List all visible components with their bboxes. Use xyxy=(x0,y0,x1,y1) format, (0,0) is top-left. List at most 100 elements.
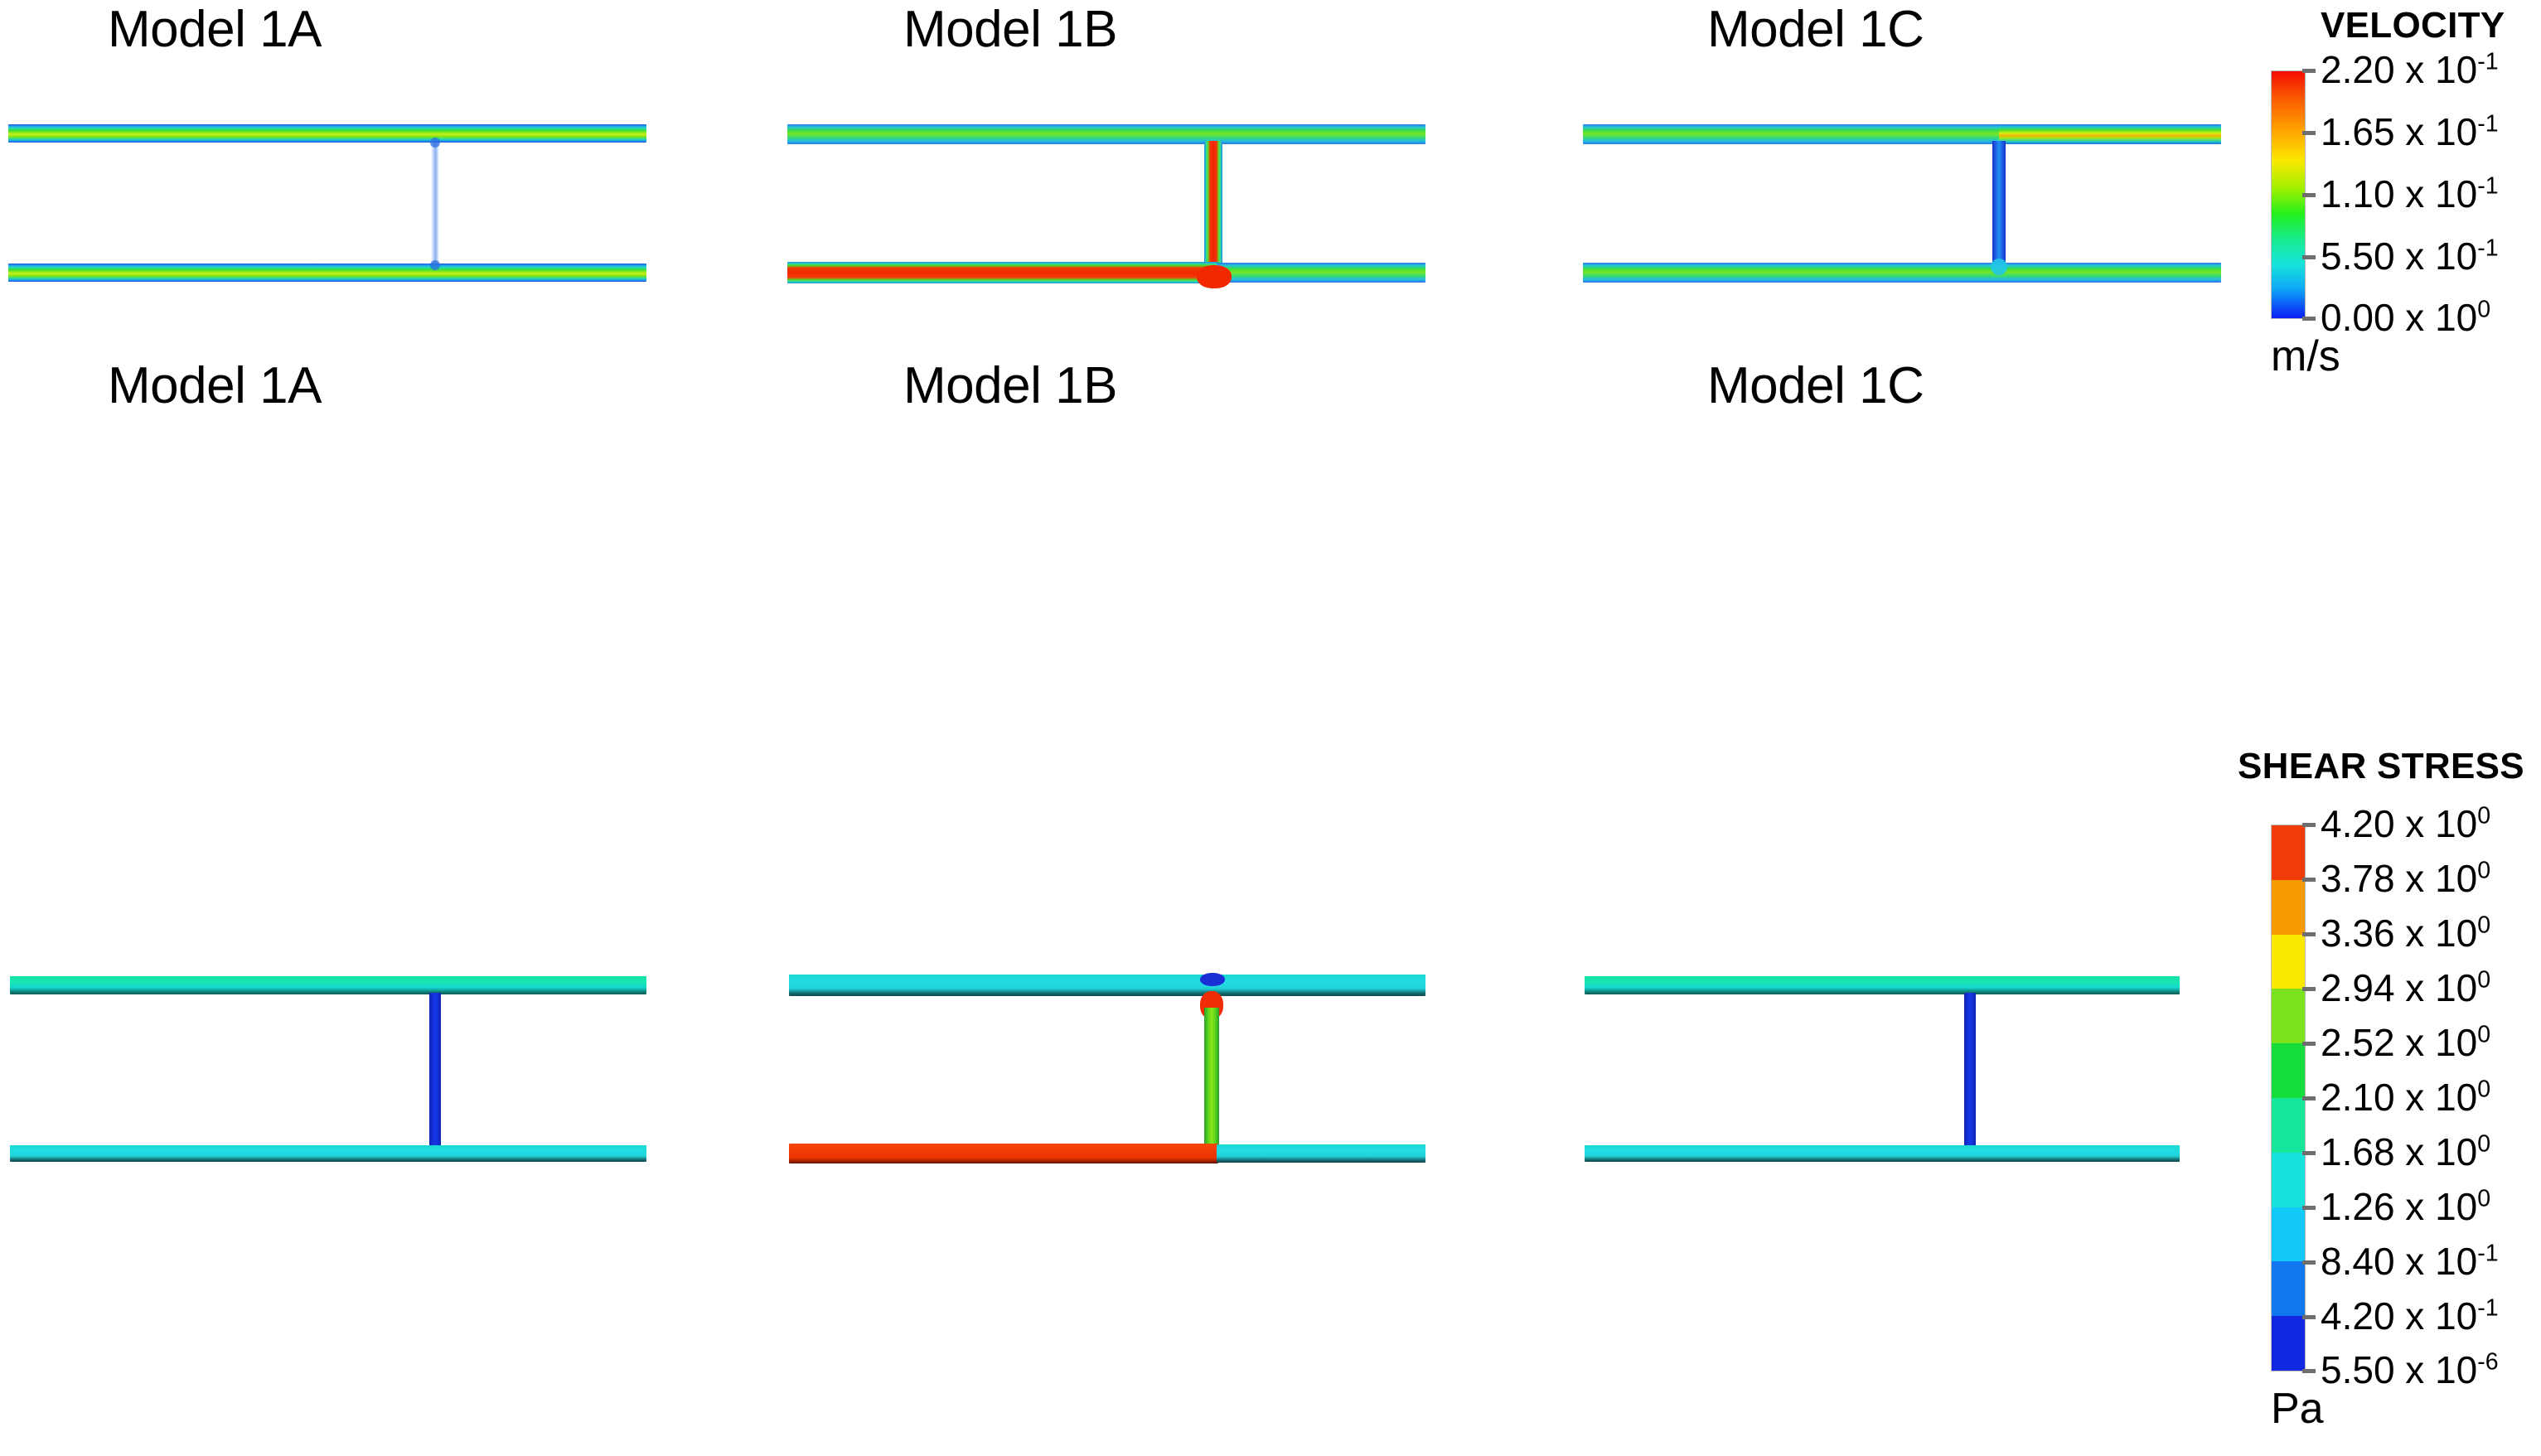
colorbar-tick-shear-7 xyxy=(2302,1206,2316,1210)
tick-exponent: 0 xyxy=(2477,296,2491,323)
channel-vertical-connector xyxy=(431,141,439,273)
colorbar-tick-shear-10 xyxy=(2302,1369,2316,1373)
channel-top-horizontal xyxy=(789,975,1425,996)
channel-bottom-horizontal xyxy=(1585,1145,2180,1162)
tick-value: 4.20 x 10 xyxy=(2321,1294,2478,1337)
channel-top-horizontal xyxy=(8,124,646,143)
tick-value: 0.00 x 10 xyxy=(2321,296,2478,339)
colorbar-tick-shear-6 xyxy=(2302,1151,2316,1155)
panel-title-shear-1a: Model 1A xyxy=(108,357,322,414)
tick-value: 5.50 x 10 xyxy=(2321,1348,2478,1391)
tick-exponent: 0 xyxy=(2477,966,2491,994)
colorbar-label-shear-0: 4.20 x 100 xyxy=(2321,801,2490,846)
colorbar-tick-velocity-2 xyxy=(2302,193,2316,197)
tick-exponent: -1 xyxy=(2477,110,2499,138)
panel-title-velocity-1b: Model 1B xyxy=(903,1,1117,58)
colorbar-band-5 xyxy=(2272,1097,2305,1153)
colorbar-label-shear-1: 3.78 x 100 xyxy=(2321,856,2490,901)
colorbar-tick-shear-9 xyxy=(2302,1315,2316,1319)
channel-top-horizontal xyxy=(10,976,646,994)
colorbar-unit-shear-stress: Pa xyxy=(2271,1385,2324,1433)
tick-exponent: 0 xyxy=(2477,912,2491,939)
panel-title-velocity-1c: Model 1C xyxy=(1707,1,1924,58)
panel-title-shear-1b: Model 1B xyxy=(903,357,1117,414)
colorbar-label-shear-6: 1.68 x 100 xyxy=(2321,1129,2490,1174)
junction-marker-bottom xyxy=(430,260,440,270)
tick-value: 1.65 x 10 xyxy=(2321,110,2478,153)
junction-marker-bottom xyxy=(1991,259,2007,275)
tick-exponent: 0 xyxy=(2477,1021,2491,1048)
channel-bottom-horizontal xyxy=(10,1145,646,1162)
channel-vertical-connector xyxy=(1204,1008,1219,1150)
contour-panel-shear-1b xyxy=(779,953,1442,1193)
tick-exponent: -1 xyxy=(2477,1294,2499,1322)
colorbar-shear-stress xyxy=(2271,825,2306,1371)
colorbar-label-shear-9: 4.20 x 10-1 xyxy=(2321,1294,2499,1338)
colorbar-label-velocity-2: 1.10 x 10-1 xyxy=(2321,172,2499,216)
colorbar-tick-shear-2 xyxy=(2302,932,2316,936)
tick-value: 1.10 x 10 xyxy=(2321,172,2478,215)
channel-bottom-horizontal xyxy=(8,264,646,282)
channel-bottom-horizontal-low xyxy=(1217,1144,1425,1163)
tick-exponent: -1 xyxy=(2477,235,2499,262)
channel-vertical-connector xyxy=(1964,993,1976,1150)
colorbar-label-shear-3: 2.94 x 100 xyxy=(2321,965,2490,1010)
colorbar-tick-shear-0 xyxy=(2302,823,2316,827)
colorbar-tick-shear-1 xyxy=(2302,878,2316,882)
tick-value: 5.50 x 10 xyxy=(2321,235,2478,278)
channel-bottom-horizontal-low xyxy=(1217,263,1425,283)
tick-exponent: 0 xyxy=(2477,1185,2491,1212)
colorbar-tick-velocity-3 xyxy=(2302,255,2316,259)
tick-value: 1.26 x 10 xyxy=(2321,1185,2478,1228)
contour-panel-shear-1c xyxy=(1575,953,2238,1193)
colorbar-band-1 xyxy=(2272,879,2305,935)
colorbar-label-shear-10: 5.50 x 10-6 xyxy=(2321,1347,2499,1392)
junction-jet-marker xyxy=(1197,265,1232,288)
channel-top-horizontal-left xyxy=(1583,124,2001,144)
channel-bottom-horizontal-high xyxy=(789,1144,1218,1163)
tick-exponent: -1 xyxy=(2477,1240,2499,1267)
colorbar-band-6 xyxy=(2272,1152,2305,1207)
legend-title-velocity: VELOCITY xyxy=(2321,5,2505,46)
tick-exponent: -1 xyxy=(2477,48,2499,75)
contour-panel-shear-1a xyxy=(0,953,663,1193)
colorbar-label-velocity-3: 5.50 x 10-1 xyxy=(2321,234,2499,278)
colorbar-unit-velocity: m/s xyxy=(2271,332,2340,380)
channel-top-horizontal xyxy=(1585,976,2180,994)
tick-exponent: 0 xyxy=(2477,857,2491,884)
colorbar-tick-velocity-0 xyxy=(2302,69,2316,73)
colorbar-label-shear-8: 8.40 x 10-1 xyxy=(2321,1239,2499,1284)
colorbar-tick-velocity-1 xyxy=(2302,131,2316,135)
tick-exponent: -1 xyxy=(2477,172,2499,200)
contour-panel-velocity-1c xyxy=(1575,99,2238,315)
colorbar-tick-velocity-4 xyxy=(2302,317,2316,321)
colorbar-label-velocity-1: 1.65 x 10-1 xyxy=(2321,109,2499,154)
tick-value: 3.36 x 10 xyxy=(2321,912,2478,955)
channel-bottom-horizontal xyxy=(1583,263,2221,283)
colorbar-label-shear-2: 3.36 x 100 xyxy=(2321,911,2490,955)
tick-exponent: 0 xyxy=(2477,1130,2491,1158)
tick-value: 2.52 x 10 xyxy=(2321,1021,2478,1064)
channel-top-horizontal-right xyxy=(1999,124,2221,144)
panel-title-velocity-1a: Model 1A xyxy=(108,1,322,58)
tick-value: 4.20 x 10 xyxy=(2321,802,2478,845)
colorbar-band-7 xyxy=(2272,1207,2305,1262)
tick-value: 2.10 x 10 xyxy=(2321,1076,2478,1119)
colorbar-tick-shear-5 xyxy=(2302,1096,2316,1100)
colorbar-band-3 xyxy=(2272,989,2305,1044)
colorbar-label-shear-5: 2.10 x 100 xyxy=(2321,1075,2490,1120)
low-shear-spot xyxy=(1200,973,1225,986)
tick-exponent: -6 xyxy=(2477,1348,2499,1376)
colorbar-tick-shear-8 xyxy=(2302,1260,2316,1265)
tick-value: 8.40 x 10 xyxy=(2321,1240,2478,1283)
colorbar-band-4 xyxy=(2272,1043,2305,1098)
tick-exponent: 0 xyxy=(2477,802,2491,830)
tick-value: 2.20 x 10 xyxy=(2321,48,2478,91)
colorbar-band-0 xyxy=(2272,825,2305,880)
colorbar-label-shear-7: 1.26 x 100 xyxy=(2321,1184,2490,1229)
panel-title-shear-1c: Model 1C xyxy=(1707,357,1924,414)
channel-vertical-connector xyxy=(1204,141,1222,273)
tick-exponent: 0 xyxy=(2477,1076,2491,1103)
colorbar-band-2 xyxy=(2272,934,2305,989)
channel-bottom-horizontal-high xyxy=(787,262,1218,283)
